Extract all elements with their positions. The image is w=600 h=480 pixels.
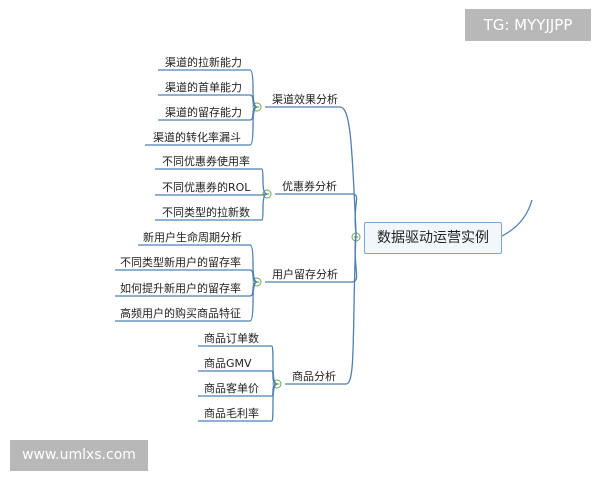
leaf-to-branch-curve (249, 69, 258, 108)
branch-coupon-analysis[interactable]: 优惠券分析 (282, 180, 337, 193)
branch-to-root-curve (339, 106, 357, 234)
leaf-to-branch-curve (271, 383, 278, 422)
leaf-node[interactable]: 渠道的拉新能力 (165, 56, 242, 69)
root-extension-line (499, 199, 533, 238)
leaf-node[interactable]: 如何提升新用户的留存率 (120, 282, 241, 295)
leaf-to-branch-curve (261, 193, 268, 196)
leaf-node[interactable]: 商品客单价 (204, 382, 259, 395)
leaf-to-branch-curve (249, 244, 258, 283)
leaf-to-branch-curve (249, 269, 258, 283)
leaf-to-branch-curve (271, 370, 278, 385)
leaf-node[interactable]: 商品订单数 (204, 332, 259, 345)
leaf-to-branch-curve (271, 345, 278, 385)
branch-retention-analysis[interactable]: 用户留存分析 (272, 268, 338, 281)
leaf-node[interactable]: 不同优惠券使用率 (162, 155, 250, 168)
leaf-node[interactable]: 高频用户的购买商品特征 (120, 307, 241, 320)
leaf-to-branch-curve (249, 94, 258, 108)
leaf-node[interactable]: 商品GMV (204, 357, 252, 370)
leaf-node[interactable]: 不同优惠券的ROL (162, 181, 251, 194)
branch-to-root-curve (351, 193, 358, 234)
leaf-node[interactable]: 不同类型新用户的留存率 (120, 256, 241, 269)
mindmap-root-node[interactable]: 数据驱动运营实例 (364, 222, 502, 254)
leaf-node[interactable]: 不同类型的拉新数 (162, 206, 250, 219)
leaf-node[interactable]: 新用户生命周期分析 (143, 231, 242, 244)
leaf-node[interactable]: 渠道的留存能力 (165, 106, 242, 119)
leaf-node[interactable]: 渠道的转化率漏斗 (153, 131, 241, 144)
leaf-to-branch-curve (261, 168, 268, 195)
leaf-to-branch-curve (249, 106, 258, 146)
branch-product-analysis[interactable]: 商品分析 (292, 370, 336, 383)
watermark-top-right: TG: MYYJJPP (465, 9, 591, 41)
branch-to-root-curve (345, 232, 357, 385)
leaf-node[interactable]: 渠道的首单能力 (165, 81, 242, 94)
leaf-node[interactable]: 商品毛利率 (204, 407, 259, 420)
branch-channel-analysis[interactable]: 渠道效果分析 (272, 93, 338, 106)
leaf-to-branch-curve (249, 281, 258, 322)
leaf-to-branch-curve (261, 193, 268, 221)
watermark-bottom-left: www.umlxs.com (10, 440, 148, 471)
